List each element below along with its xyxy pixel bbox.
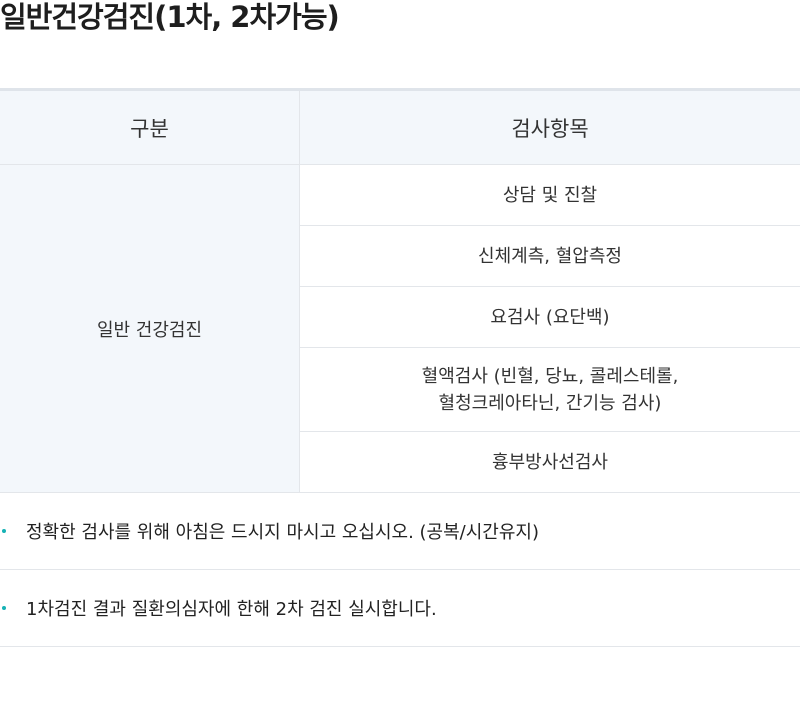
exam-item: 혈액검사 (빈혈, 당뇨, 콜레스테롤, 혈청크레아타닌, 간기능 검사) [421,365,679,414]
header-items: 검사항목 [511,116,589,141]
exam-item: 흉부방사선검사 [492,451,608,473]
exam-item: 상담 및 진찰 [502,184,598,206]
notes-list: 정확한 검사를 위해 아침은 드시지 마시고 오십시오. (공복/시간유지) 1… [0,493,800,647]
note-text: 정확한 검사를 위해 아침은 드시지 마시고 오십시오. (공복/시간유지) [26,522,539,543]
header-category: 구분 [0,91,300,164]
bullet-icon [2,606,6,610]
exam-item: 요검사 (요단백) [490,306,610,328]
category-cell: 일반 건강검진 [0,165,300,492]
table-row: 상담 및 진찰 [300,165,800,226]
list-item: 1차검진 결과 질환의심자에 한해 2차 검진 실시합니다. [0,570,800,647]
table-row: 혈액검사 (빈혈, 당뇨, 콜레스테롤, 혈청크레아타닌, 간기능 검사) [300,348,800,432]
page-title: 일반건강검진(1차, 2차가능) [0,0,340,34]
note-text: 1차검진 결과 질환의심자에 한해 2차 검진 실시합니다. [26,599,437,620]
table-row: 요검사 (요단백) [300,287,800,348]
items-column: 상담 및 진찰 신체계측, 혈압측정 요검사 (요단백) 혈액검사 (빈혈, 당… [300,165,800,492]
bullet-icon [2,529,6,533]
table-row: 흉부방사선검사 [300,432,800,492]
table-header: 구분 검사항목 [0,91,800,165]
exam-table: 구분 검사항목 일반 건강검진 상담 및 진찰 신체계측, 혈압측정 요검사 (… [0,88,800,493]
list-item: 정확한 검사를 위해 아침은 드시지 마시고 오십시오. (공복/시간유지) [0,493,800,570]
exam-item: 신체계측, 혈압측정 [478,245,622,267]
table-row: 신체계측, 혈압측정 [300,226,800,287]
table-body: 일반 건강검진 상담 및 진찰 신체계측, 혈압측정 요검사 (요단백) 혈액검… [0,165,800,493]
